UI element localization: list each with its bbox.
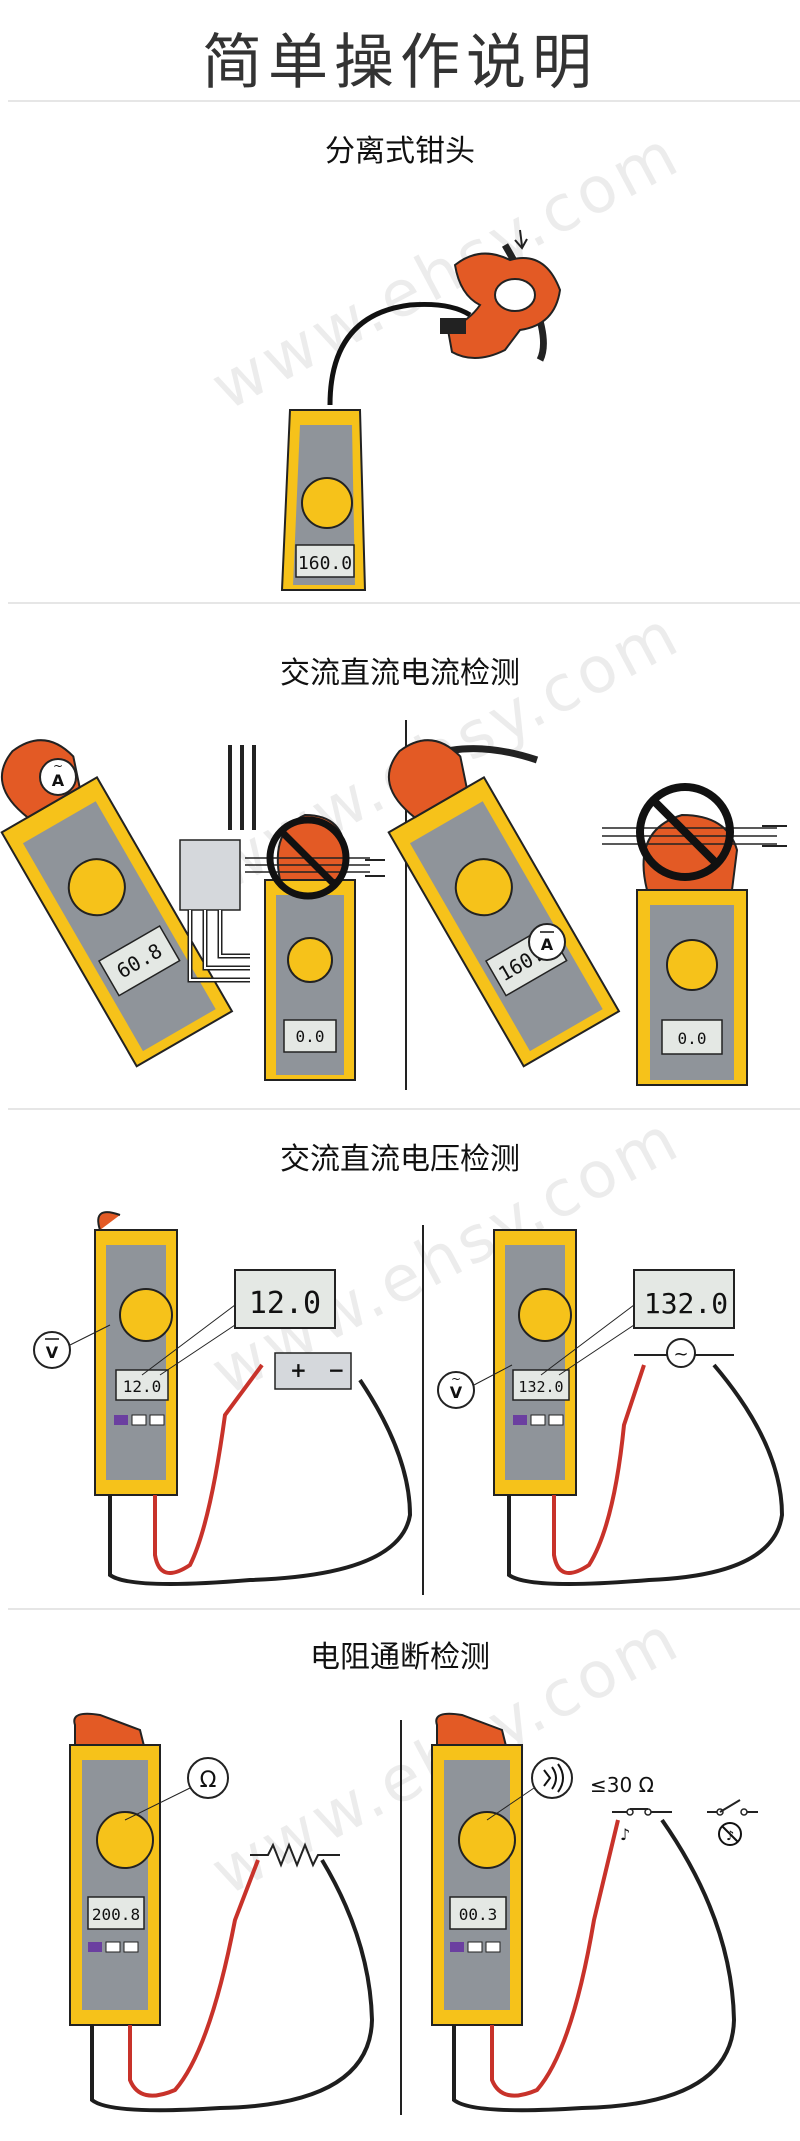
ac-volts-symbol: V	[450, 1383, 463, 1402]
divider	[8, 1608, 800, 1610]
ac-voltage-illustration: 132.0 132.0 V ~ ~	[437, 1229, 785, 1586]
section-title-current: 交流直流电流检测	[280, 656, 520, 691]
page-title: 简单操作说明	[202, 28, 598, 98]
svg-text:~: ~	[53, 759, 63, 773]
split-jaw-illustration: 160.0	[280, 229, 562, 591]
continuity-illustration: 00.3 ≤30 Ω ♪ ♪	[431, 1712, 758, 2113]
lcd-callout-reading: 12.0	[249, 1286, 321, 1321]
ac-source-symbol: ~	[673, 1344, 688, 1365]
prohibition-icon	[636, 783, 734, 881]
dc-volts-symbol: V	[46, 1343, 59, 1362]
ac-volts-icon	[437, 1371, 475, 1409]
continuity-icon	[531, 1757, 573, 1799]
section-title-split-jaw: 分离式钳头	[325, 134, 475, 169]
battery-icon	[274, 1352, 352, 1390]
ac-amps-symbol: A	[52, 771, 65, 790]
ac-source-icon	[666, 1338, 696, 1368]
ac-amps-icon	[39, 758, 77, 796]
lcd-reading: 200.8	[92, 1905, 140, 1924]
dc-volts-icon	[33, 1331, 71, 1369]
divider	[8, 100, 800, 102]
svg-text:♪: ♪	[726, 1829, 734, 1844]
dc-voltage-illustration: 12.0 12.0 V + −	[33, 1211, 413, 1586]
dc-current-illustration: 160.0 A 0.0	[387, 739, 787, 1086]
lcd-reading: 00.3	[459, 1905, 498, 1924]
ohm-icon	[187, 1757, 229, 1799]
clamp-head	[440, 252, 562, 359]
battery-plus: +	[290, 1358, 307, 1382]
clamp-meter: 160.0	[280, 409, 367, 591]
continuity-threshold: ≤30 Ω	[590, 1773, 654, 1797]
lcd-callout-reading: 132.0	[644, 1287, 728, 1320]
divider-vertical	[422, 1225, 424, 1595]
ohm-symbol: Ω	[200, 1768, 217, 1793]
lcd-reading: 0.0	[296, 1027, 325, 1046]
dc-amps-symbol: A	[541, 935, 554, 954]
lcd-reading: 132.0	[518, 1378, 563, 1396]
battery-minus: −	[328, 1358, 345, 1382]
resistor-icon	[250, 1842, 340, 1868]
divider-vertical	[405, 720, 407, 1090]
divider	[8, 602, 800, 604]
divider	[8, 1108, 800, 1110]
lcd-reading: 12.0	[123, 1377, 162, 1396]
section-title-resistance: 电阻通断检测	[310, 1640, 490, 1675]
resistance-illustration: 200.8 Ω	[69, 1712, 375, 2113]
dc-amps-icon	[528, 923, 566, 961]
divider-vertical	[400, 1720, 402, 2115]
ac-current-illustration: 60.8 A ~ 0.0	[0, 739, 385, 1081]
svg-text:~: ~	[451, 1372, 461, 1386]
lcd-reading: 0.0	[678, 1029, 707, 1048]
section-title-voltage: 交流直流电压检测	[280, 1142, 520, 1177]
music-note-icon: ♪	[620, 1825, 630, 1844]
prohibition-icon	[266, 816, 350, 900]
lcd-reading: 160.0	[298, 553, 352, 574]
